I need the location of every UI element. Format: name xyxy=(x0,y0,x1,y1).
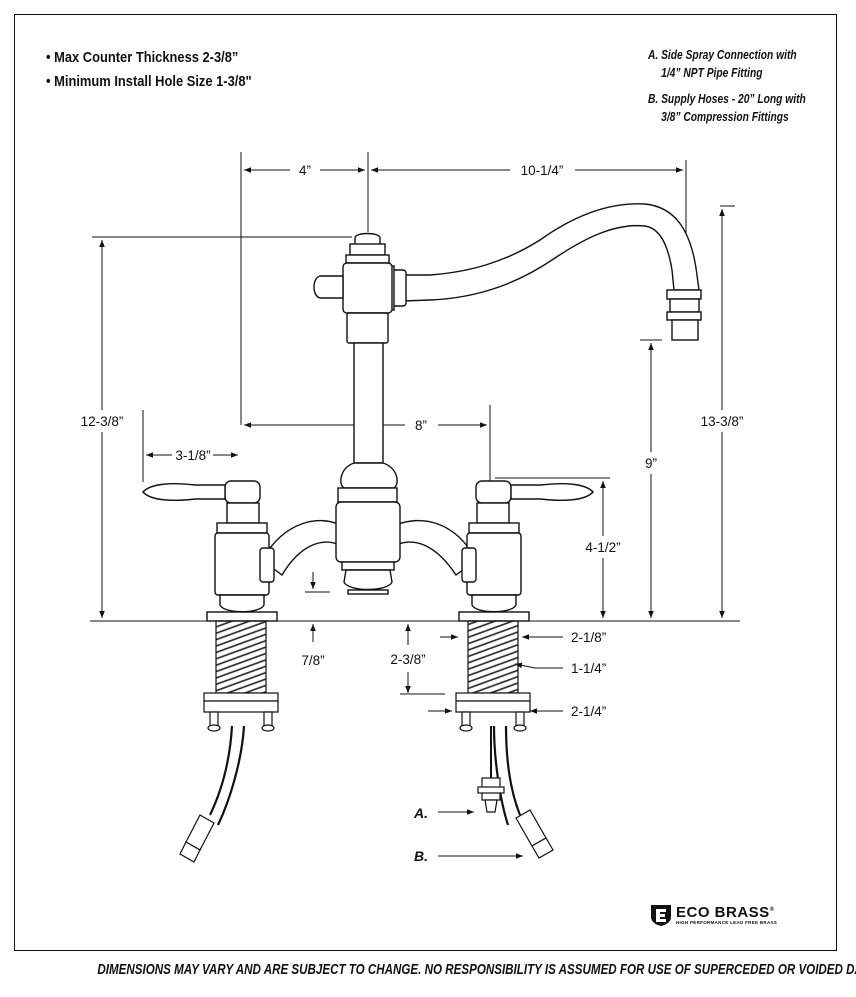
extension-lines xyxy=(90,152,740,622)
spec-text: Max Counter Thickness 2-3/8” xyxy=(54,49,239,66)
dim-label-height-left: 12-3/8” xyxy=(81,414,124,429)
left-lever-handle xyxy=(142,483,226,501)
top-finial xyxy=(354,232,381,246)
callout-b: B. xyxy=(414,848,428,864)
note-a-line2: 1/4” NPT Pipe Fitting xyxy=(661,66,763,80)
shield-icon xyxy=(651,905,671,926)
dim-label-height-right: 13-3/8” xyxy=(701,414,744,429)
bullet-icon: • xyxy=(46,73,51,90)
under-deck-assembly xyxy=(179,620,554,863)
dim-label-spout-offset: 4” xyxy=(299,163,311,178)
dim-label-base: 2-1/8” xyxy=(571,630,606,645)
dimension-lines xyxy=(99,167,725,859)
spec-text: Minimum Install Hole Size 1-3/8" xyxy=(54,73,252,90)
dim-label-clearance: 9” xyxy=(645,456,657,471)
dim-label-shank: 2-3/8” xyxy=(390,652,425,667)
spec-list: • Max Counter Thickness 2-3/8” • Minimum… xyxy=(46,46,285,94)
spec-counter-thickness: • Max Counter Thickness 2-3/8” xyxy=(46,46,252,70)
dim-label-body-deck: 7/8” xyxy=(301,653,324,668)
dim-label-handle-reach: 3-1/8” xyxy=(175,448,210,463)
logo-name: ECO BRASS xyxy=(676,903,770,921)
aerator xyxy=(666,289,702,300)
logo-tagline: HIGH PERFORMANCE LEAD FREE BRASS xyxy=(676,919,778,925)
dim-label-spout-reach: 10-1/4” xyxy=(521,163,564,178)
column xyxy=(353,342,384,464)
dim-label-nut: 2-1/4” xyxy=(571,704,606,719)
left-hose-b xyxy=(217,725,246,826)
note-b-line1: B. Supply Hoses - 20” Long with xyxy=(648,92,806,106)
right-lever-handle xyxy=(510,483,594,501)
dim-label-handle-height: 4-1/2” xyxy=(585,540,620,555)
brand-logo: ECO BRASS® HIGH PERFORMANCE LEAD FREE BR… xyxy=(650,903,777,927)
registered-mark: ® xyxy=(769,906,775,913)
drawing-frame xyxy=(14,14,837,951)
column-head xyxy=(342,262,393,314)
side-knob xyxy=(313,275,344,299)
disclaimer-text: DIMENSIONS MAY VARY AND ARE SUBJECT TO C… xyxy=(97,962,856,978)
right-shank xyxy=(467,620,519,694)
bullet-icon: • xyxy=(46,49,51,66)
right-hose-a xyxy=(504,725,522,816)
left-shank xyxy=(215,620,267,694)
center-body xyxy=(335,501,401,563)
note-b-line2: 3/8” Compression Fittings xyxy=(661,110,789,124)
note-a-line1: A. Side Spray Connection with xyxy=(648,48,797,62)
dim-label-spread: 8” xyxy=(415,418,427,433)
disclaimer-footer: DIMENSIONS MAY VARY AND ARE SUBJECT TO C… xyxy=(0,962,856,978)
note-b: B. Supply Hoses - 20” Long with 3/8” Com… xyxy=(648,90,806,126)
spout xyxy=(402,203,700,302)
left-hose-a xyxy=(209,725,234,816)
faucet-body xyxy=(142,203,702,622)
callout-a: A. xyxy=(413,805,428,821)
note-a: A. Side Spray Connection with 1/4” NPT P… xyxy=(648,46,806,82)
dim-label-shank-dia: 1-1/4” xyxy=(571,661,606,676)
dimension-labels: 4” 10-1/4” 12-3/8” 13-3/8” 8” 3-1/8” 9” … xyxy=(81,163,744,864)
right-valve xyxy=(458,480,594,622)
left-valve xyxy=(142,480,278,622)
legend-notes: A. Side Spray Connection with 1/4” NPT P… xyxy=(648,46,840,134)
spec-install-hole: • Minimum Install Hole Size 1-3/8" xyxy=(46,70,252,94)
